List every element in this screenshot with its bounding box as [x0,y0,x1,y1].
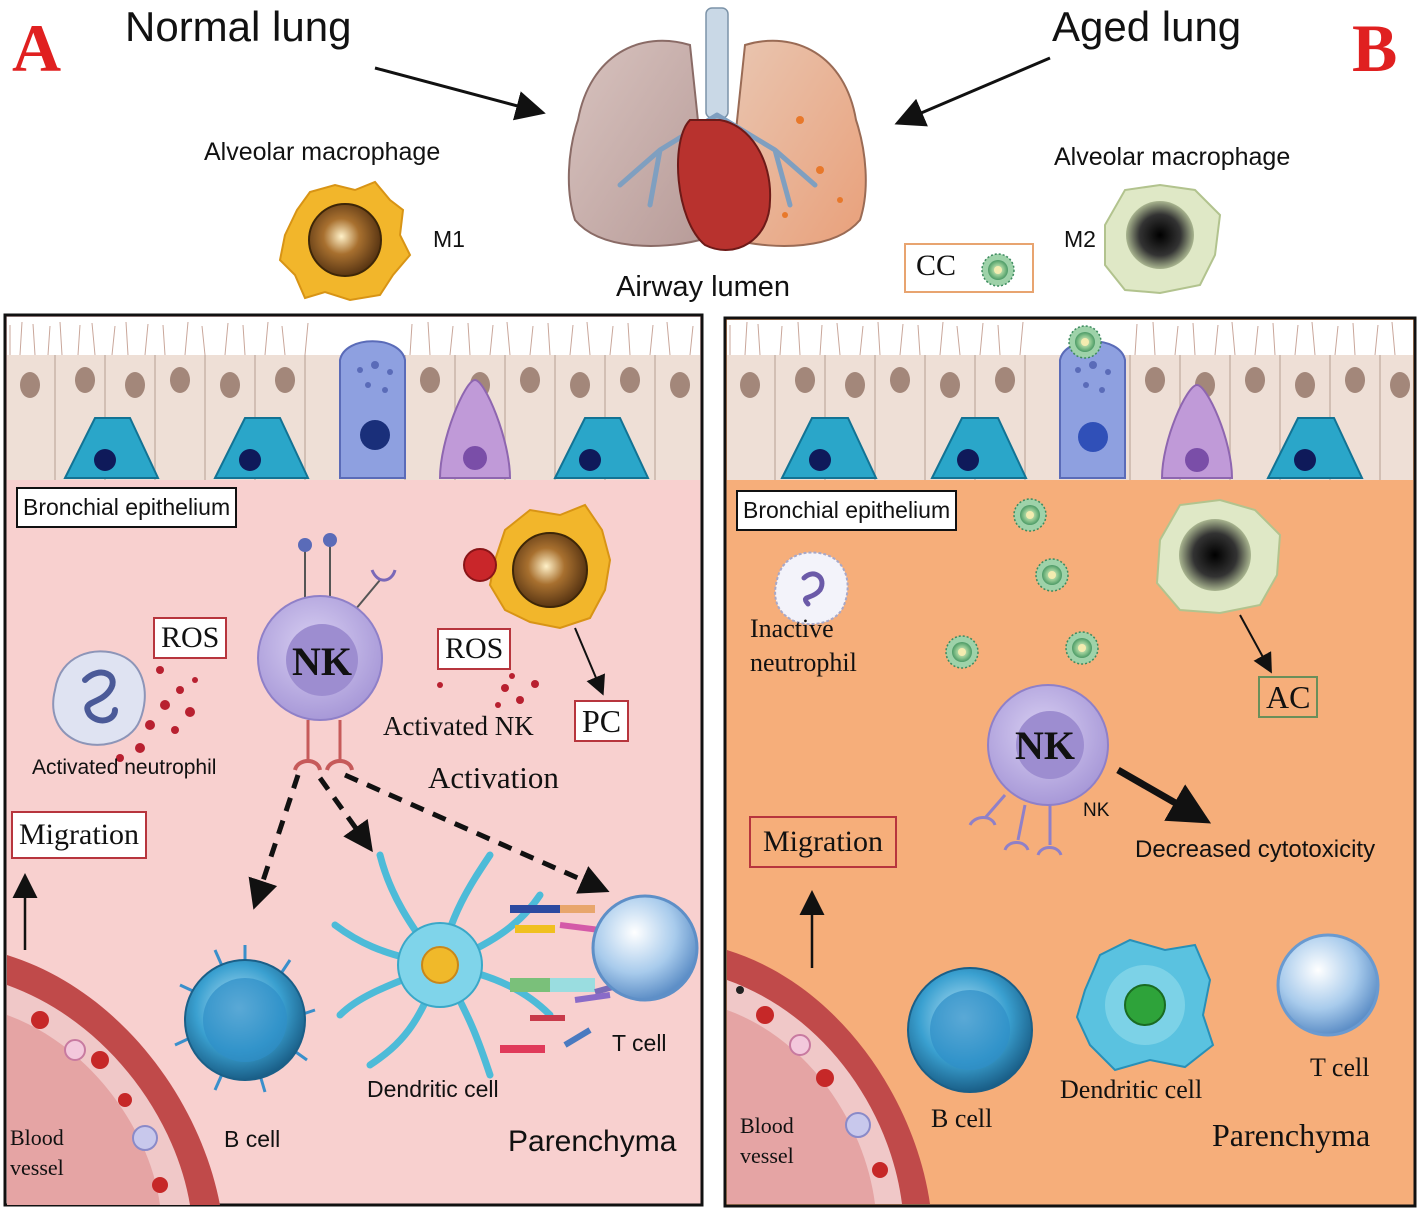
panel-b-nk-small-label: NK [1083,800,1110,821]
right-macrophage-label: Alveolar macrophage [1054,143,1291,171]
panel-b-blood-vessel [727,950,930,1204]
panel-a-b-cell-label: B cell [224,1126,281,1152]
arrow-decreased-cytotoxicity [1116,766,1212,824]
panel-letter-a: A [12,10,62,86]
panel-a-epithelium [7,321,700,480]
panel-b-blood-vessel-label-1: Blood [740,1113,794,1138]
panel-a-migration-label: Migration [11,811,147,859]
panel-a-parenchyma-label: Parenchyma [508,1125,677,1158]
m2-label: M2 [1064,226,1096,252]
panel-a-blood-vessel [7,955,220,1205]
left-macrophage-label: Alveolar macrophage [204,138,441,166]
panel-b-migration-label: Migration [749,816,897,868]
panel-a-ros-left-label: ROS [153,617,228,659]
panel-a-blood-vessel-label-1: Blood [10,1125,64,1150]
panel-b-b-cell [907,967,1033,1093]
panel-b-m2-macrophage [1155,498,1282,615]
panel-b-cc-top [1068,325,1102,359]
panel-a-ros-right-label: ROS [437,628,512,670]
arrow-normal-lung [374,66,546,121]
panel-b-bronchial-epithelium-label: Bronchial epithelium [736,490,958,531]
panel-b-epithelium [727,321,1413,480]
panel-b-nk-cell [968,684,1109,856]
panel-a-pc-label: PC [574,700,630,742]
panel-a-activation-label: Activation [428,760,559,795]
panel-b-decreased-cytotoxicity-label: Decreased cytotoxicity [1135,836,1376,863]
panel-b-nk-label: NK [1015,723,1075,768]
panel-a-b-cell [174,945,316,1093]
panel-b-t-cell [1276,933,1380,1037]
panel-a-ros-dots-left [116,666,198,762]
panel-a-activated-nk-label: Activated NK [383,711,534,741]
panel-a-t-cell [591,894,699,1002]
panel-a-nk-cell [257,533,397,771]
panel-b-blood-vessel-label-2: vessel [740,1143,794,1168]
panel-a-activated-neutrophil-label: Activated neutrophil [32,756,217,779]
arrow-to-pc [574,627,605,696]
arrow-to-ac [1239,614,1272,674]
m1-macrophage [278,180,412,302]
panel-a-t-cell-label: T cell [612,1030,667,1056]
panel-b-inactive-neutrophil [774,551,849,626]
panel-a-blood-vessel-label-2: vessel [10,1155,64,1180]
airway-lumen-label: Airway lumen [616,271,791,303]
panel-a-dendritic-cell-label: Dendritic cell [367,1076,499,1102]
panel-a-nk-label: NK [292,639,352,684]
panel-b-ac-label: AC [1258,676,1319,718]
aged-lung-label: Aged lung [1052,3,1242,50]
panel-a-bronchial-epithelium-label: Bronchial epithelium [16,487,238,528]
panel-letter-b: B [1352,10,1398,86]
panel-b-inactive-neutrophil-label-1: Inactive [750,614,834,643]
normal-lung-label: Normal lung [125,3,352,50]
panel-a-activated-neutrophil [52,650,146,746]
panel-b-dendritic-cell-label: Dendritic cell [1060,1075,1203,1104]
m2-macrophage [1104,183,1222,295]
panel-b-inactive-neutrophil-label-2: neutrophil [750,648,857,677]
panel-b-t-cell-label: T cell [1310,1053,1370,1082]
lung-illustration [567,7,867,251]
cc-label: CC [916,249,957,282]
panel-a-m1-macrophage [463,503,612,630]
arrow-aged-lung [894,56,1051,127]
panel-b-parenchyma-label: Parenchyma [1212,1117,1371,1153]
panel-a-ros-dots-right [437,673,539,708]
panel-b-b-cell-label: B cell [931,1104,993,1133]
panel-b-dendritic-cell [1075,938,1215,1072]
cc-box: CC [904,243,1034,293]
panel-a-receptors [500,905,621,1053]
m1-label: M1 [433,226,465,252]
